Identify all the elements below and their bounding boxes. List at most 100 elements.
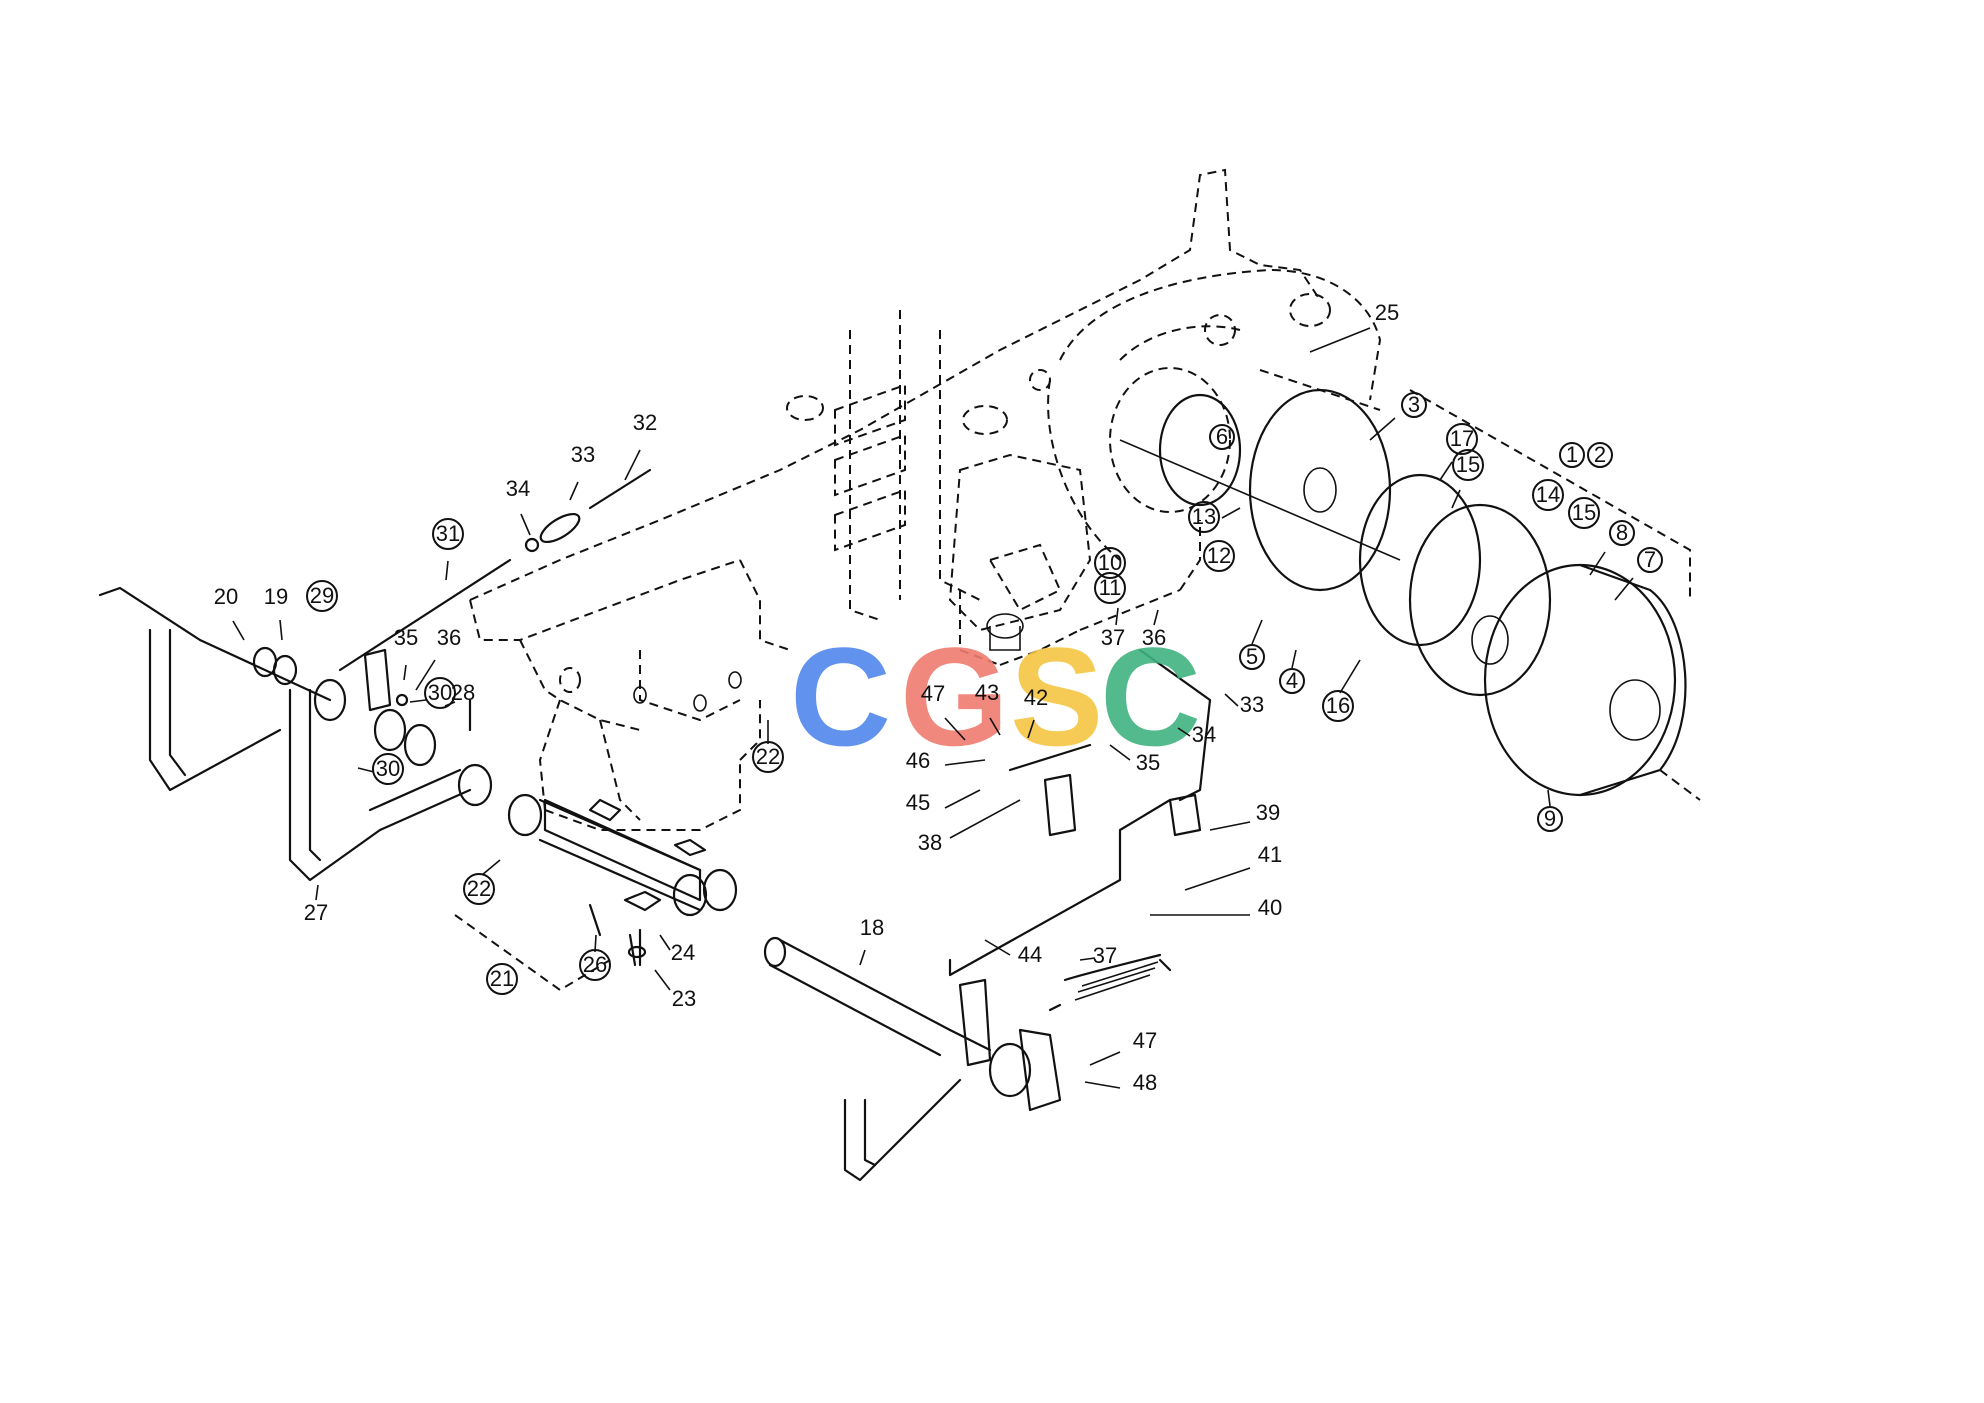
callout-36: 36 <box>1142 609 1166 650</box>
callout-number: 2 <box>1594 442 1606 467</box>
callout-19: 19 <box>264 584 288 641</box>
callout-number: 30 <box>376 756 400 781</box>
callout-15: 15 <box>1451 449 1484 509</box>
leader-line <box>1309 327 1371 353</box>
callout-number: 12 <box>1207 543 1231 568</box>
leader-line <box>1547 789 1551 807</box>
callout-circle <box>1209 424 1235 450</box>
leader-line <box>1614 577 1634 601</box>
callout-number: 32 <box>633 410 657 435</box>
callout-17: 17 <box>1439 423 1478 481</box>
callout-number: 8 <box>1616 520 1628 545</box>
callout-circle <box>1587 442 1613 468</box>
callout-6: 6 <box>1209 424 1235 450</box>
callout-number: 17 <box>1450 426 1474 451</box>
callout-number: 37 <box>1101 625 1125 650</box>
callout-number: 47 <box>1133 1028 1157 1053</box>
callout-number: 15 <box>1456 452 1480 477</box>
callout-number: 35 <box>1136 750 1160 775</box>
callout-34: 34 <box>1177 722 1216 747</box>
callout-number: 22 <box>756 744 780 769</box>
leader-line <box>659 934 671 951</box>
leader-line <box>1451 489 1461 509</box>
callout-number: 13 <box>1192 504 1216 529</box>
callout-37: 37 <box>1101 607 1125 650</box>
callout-22: 22 <box>463 859 501 905</box>
callout-number: 22 <box>467 876 491 901</box>
leader-line <box>569 481 579 501</box>
callout-circle <box>752 741 784 773</box>
callout-number: 20 <box>214 584 238 609</box>
callout-26: 26 <box>579 934 611 981</box>
callout-number: 45 <box>906 790 930 815</box>
leader-line <box>654 969 671 991</box>
callout-2: 2 <box>1587 442 1613 468</box>
callout-number: 40 <box>1258 895 1282 920</box>
leader-line <box>403 664 407 681</box>
callout-number: 31 <box>436 521 460 546</box>
callout-13: 13 <box>1188 501 1241 533</box>
callout-circle <box>306 580 338 612</box>
callout-number: 23 <box>672 986 696 1011</box>
lower-pedal-linkage <box>843 648 1212 1182</box>
callout-number: 16 <box>1326 693 1350 718</box>
callout-circle <box>1203 540 1235 572</box>
callout-36: 36 <box>415 625 461 691</box>
callout-circle <box>1637 547 1663 573</box>
leader-line <box>445 560 449 581</box>
callout-circle <box>1559 442 1585 468</box>
callout-number: 35 <box>394 625 418 650</box>
leader-line <box>624 449 641 481</box>
callout-number: 24 <box>671 940 695 965</box>
callout-number: 34 <box>506 476 530 501</box>
leader-line <box>1589 551 1606 576</box>
callout-number: 25 <box>1375 300 1399 325</box>
callout-20: 20 <box>214 584 245 641</box>
callout-circle <box>1279 668 1305 694</box>
bell-housing <box>948 268 1382 651</box>
leader-line <box>1084 1081 1121 1089</box>
callout-30: 30 <box>357 753 404 785</box>
callout-number: 39 <box>1256 800 1280 825</box>
clutch-disc-assembly <box>1119 369 1701 801</box>
callout-44: 44 <box>984 939 1042 967</box>
pedal-assembly <box>98 586 493 882</box>
callout-37: 37 <box>1079 943 1117 968</box>
cgsc-watermark: C G S C <box>790 618 1201 775</box>
callout-24: 24 <box>659 934 695 965</box>
leader-line <box>315 884 319 901</box>
leader-line <box>1339 659 1361 694</box>
callout-34: 34 <box>506 476 531 536</box>
callout-number: 9 <box>1544 806 1556 831</box>
callout-number: 19 <box>264 584 288 609</box>
callout-number: 46 <box>906 748 930 773</box>
callout-number: 7 <box>1644 547 1656 572</box>
callout-22: 22 <box>752 720 784 773</box>
callout-number: 26 <box>583 952 607 977</box>
logo-letter-c1: C <box>790 618 891 775</box>
upper-linkage-rod <box>338 468 652 672</box>
callout-circle <box>372 753 404 785</box>
callout-15: 15 <box>1568 497 1600 529</box>
leader-line <box>1224 693 1239 707</box>
callout-number: 30 <box>428 680 452 705</box>
callout-31: 31 <box>432 518 464 581</box>
leader-line <box>859 949 866 966</box>
callout-number: 29 <box>310 583 334 608</box>
callout-48: 48 <box>1084 1070 1157 1095</box>
callout-circle <box>424 677 456 709</box>
callout-circle <box>1568 497 1600 529</box>
callout-number: 44 <box>1018 942 1042 967</box>
cross-shaft <box>507 793 952 1057</box>
callout-1: 1 <box>1559 442 1585 468</box>
callout-38: 38 <box>918 799 1021 855</box>
callout-47: 47 <box>1089 1028 1157 1066</box>
callout-number: 1 <box>1566 442 1578 467</box>
leader-line <box>520 513 531 536</box>
logo-letter-c2: C <box>1100 618 1201 775</box>
callout-number: 43 <box>975 680 999 705</box>
callout-32: 32 <box>624 410 657 481</box>
leader-line <box>1439 461 1453 481</box>
callout-number: 36 <box>437 625 461 650</box>
